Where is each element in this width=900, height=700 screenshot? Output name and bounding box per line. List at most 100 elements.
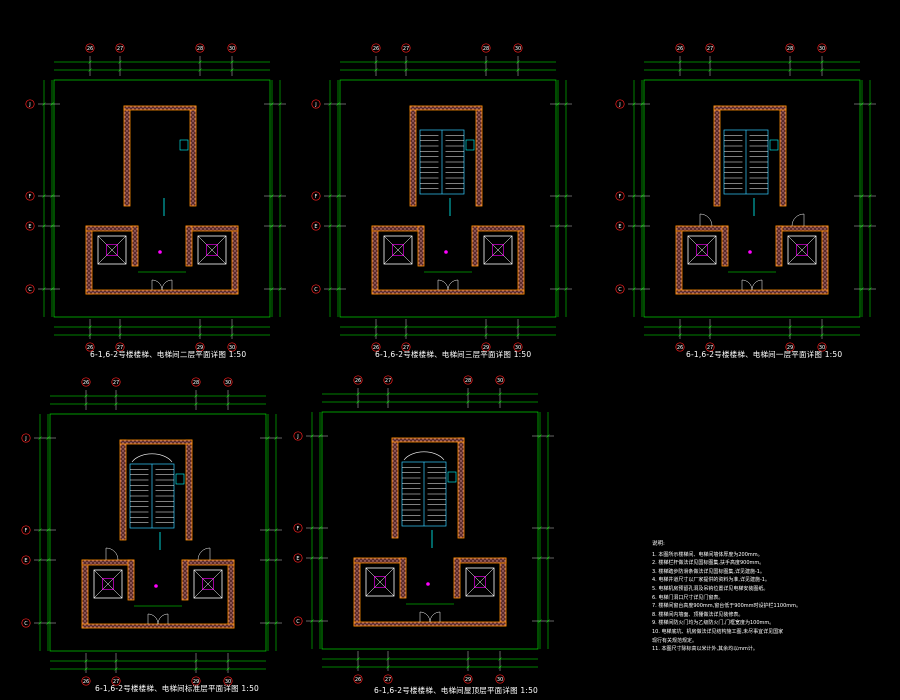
elevator-car [787, 235, 817, 265]
grid-bubble-bottom-label: 30 [225, 679, 231, 685]
wall-shaft1-top [81, 559, 135, 566]
plan-scale: 1:50 [824, 350, 843, 359]
dimension-tick [516, 68, 520, 72]
grid-bubble-top [115, 43, 125, 53]
dimension-tick [860, 102, 864, 106]
wall-shaft1-top [371, 225, 425, 232]
dimension-tick [266, 528, 270, 532]
wall-right [185, 439, 193, 541]
door-swing [429, 611, 441, 623]
wall-top [713, 105, 787, 111]
grid-bubble-top [223, 377, 233, 387]
stair-flight [723, 129, 769, 195]
dimension-tick [404, 68, 408, 72]
grid-bubble-left-label: C [314, 287, 318, 293]
dimension-tick [356, 400, 360, 404]
dimension-tick [868, 194, 872, 198]
grid-bubble-bottom [115, 342, 125, 352]
grid-bubble-left [311, 191, 321, 201]
dimension-tick [278, 287, 282, 291]
wall-shaft1-top [675, 225, 729, 232]
hydrant-box [179, 139, 189, 151]
dimension-tick [386, 665, 390, 669]
grid-bubble-left-label: E [314, 224, 317, 230]
wall-left [391, 437, 399, 539]
dimension-tick [386, 400, 390, 404]
door-swing [147, 613, 159, 625]
grid-bubble-top-label: 26 [373, 46, 379, 52]
wall-shaft2-side [453, 557, 461, 599]
grid-bubble-top [371, 43, 381, 53]
grid-bubble-left-label: J [296, 434, 298, 440]
dimension-tick [678, 68, 682, 72]
wall-lobby-right [517, 225, 525, 295]
dimension-tick [274, 528, 278, 532]
grid-bubble-bottom-label: 26 [373, 345, 379, 351]
wall-shaft1-side [399, 557, 407, 599]
grid-bubble-bottom-label: 29 [787, 345, 793, 351]
wall-bottom [675, 289, 829, 295]
dimension-tick [328, 287, 332, 291]
dimension-tick [708, 60, 712, 64]
wall-left [713, 105, 721, 207]
dimension-tick [226, 402, 230, 406]
grid-bubble-top-label: 26 [677, 46, 683, 52]
dimension-tick [114, 402, 118, 406]
hydrant-box [769, 139, 779, 151]
dimension-tick [404, 60, 408, 64]
dimension-tick [516, 325, 520, 329]
grid-bubble-top [195, 43, 205, 53]
dimension-tick [88, 60, 92, 64]
elevator-1 [383, 235, 413, 265]
grid-bubble-bottom-label: 26 [677, 345, 683, 351]
grid-bubble-bottom-label: 26 [87, 345, 93, 351]
grid-bubble-left [293, 553, 303, 563]
dimension-tick [356, 665, 360, 669]
dimension-tick [46, 436, 50, 440]
grid-bubble-left [615, 221, 625, 231]
dimension-tick [114, 659, 118, 663]
elevator-1 [365, 567, 395, 597]
dimension-tick [546, 619, 550, 623]
grid-bubble-bottom-label: 30 [515, 345, 521, 351]
grid-bubble-left-label: E [618, 224, 621, 230]
dimension-tick [226, 394, 230, 398]
note-item: 4. 电梯井道尺寸以厂家提供的资料为准,详见建施-1。 [652, 577, 770, 584]
dimension-tick [374, 68, 378, 72]
dimension-tick [466, 392, 470, 396]
grid-bubble-left-label: E [296, 556, 299, 562]
wall-shaft2-side [775, 225, 783, 267]
elevator-cross [383, 235, 413, 265]
dimension-tick [868, 287, 872, 291]
grid-bubble-left-label: C [296, 619, 300, 625]
wall-shaft2-top [185, 225, 239, 232]
wall-shaft1-side [721, 225, 729, 267]
dimension-tick [538, 619, 542, 623]
grid-bubble-bottom [223, 676, 233, 686]
grid-bubble-left [615, 191, 625, 201]
frame [643, 79, 861, 318]
elevator-cross [465, 567, 495, 597]
dimension-tick [788, 325, 792, 329]
door-swing [699, 213, 713, 227]
grid-bubble-top [353, 375, 363, 385]
door-swing [447, 279, 459, 291]
dimension-tick [546, 434, 550, 438]
dimension-tick [84, 394, 88, 398]
hydrant-box [447, 471, 457, 483]
grid-bubble-bottom [675, 342, 685, 352]
plan-scale: 1:50 [520, 686, 539, 695]
grid-bubble-bottom [85, 342, 95, 352]
lobby-mark-dot [158, 250, 162, 254]
elevator-counterweight [202, 578, 214, 590]
door-swing [437, 279, 449, 291]
plans-layer: 2626272728293030JFEC2626272728293030JFEC… [21, 43, 876, 686]
dimension-tick [118, 60, 122, 64]
elevator-2 [483, 235, 513, 265]
elevator-cross [197, 235, 227, 265]
elevator-car [97, 235, 127, 265]
dimension-tick [198, 325, 202, 329]
dimension-tick [328, 224, 332, 228]
grid-bubble-left [311, 284, 321, 294]
